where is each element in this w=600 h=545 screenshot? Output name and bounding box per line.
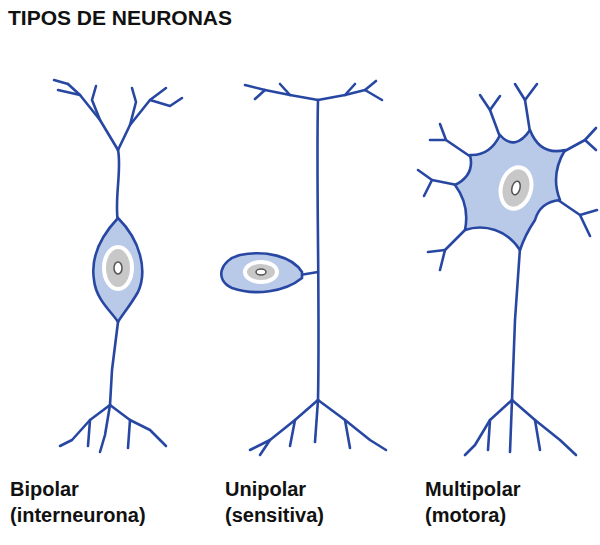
nucleolus xyxy=(256,269,266,275)
nucleolus xyxy=(510,180,521,196)
nucleus xyxy=(245,262,277,282)
nucleolus xyxy=(114,262,122,274)
cell-body xyxy=(455,130,565,250)
unipolar-neuron xyxy=(245,81,386,455)
neuron-type-label: Bipolar (interneurona) xyxy=(10,476,146,528)
nucleus xyxy=(496,164,536,212)
neuron-type-label: Multipolar (motora) xyxy=(425,476,521,528)
cell-body xyxy=(93,218,142,322)
bipolar-neuron xyxy=(54,80,182,452)
title: TIPOS DE NEURONAS xyxy=(8,6,232,30)
neuron-type-label: Unipolar (sensitiva) xyxy=(225,476,324,528)
cell-body xyxy=(221,253,302,292)
multipolar-neuron xyxy=(418,84,597,455)
nucleus xyxy=(104,247,132,289)
